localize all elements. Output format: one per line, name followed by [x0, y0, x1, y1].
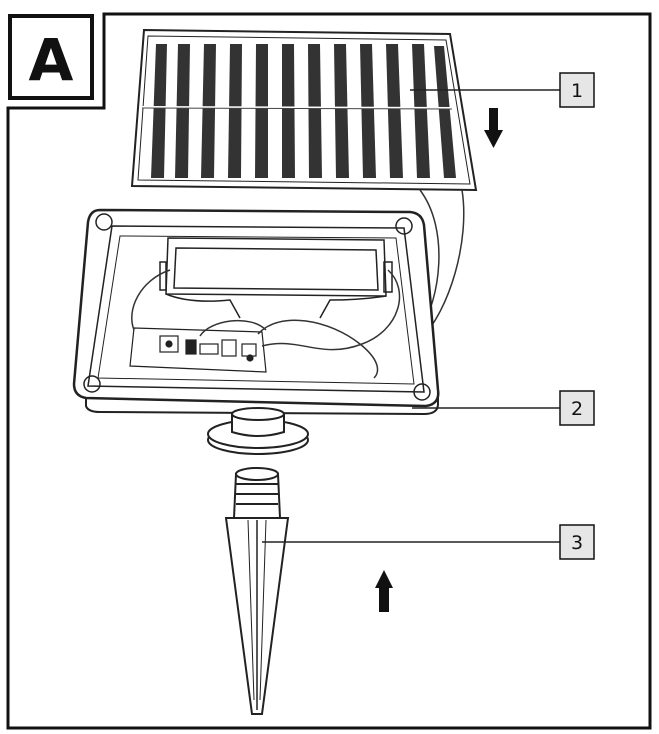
outer-frame	[6, 12, 652, 730]
panel-letter: A	[29, 26, 74, 94]
solar-panel	[130, 28, 478, 192]
callout-1: 1	[559, 72, 595, 108]
down-arrow-icon	[484, 108, 503, 148]
circuit-board	[129, 327, 267, 373]
up-arrow-icon	[375, 570, 393, 612]
corner-screws	[83, 213, 431, 401]
callout-3: 3	[559, 524, 595, 560]
mount-connector	[207, 407, 309, 455]
solar-cells	[151, 44, 456, 178]
internal-wires	[131, 269, 401, 379]
callout-2-number: 2	[571, 398, 583, 420]
leader-lines	[262, 89, 560, 543]
callout-1-number: 1	[571, 80, 583, 102]
callout-3-number: 3	[571, 532, 583, 554]
panel-letter-box: A	[8, 14, 94, 100]
base-housing	[72, 208, 440, 416]
ground-stake	[224, 467, 290, 715]
callout-2: 2	[559, 390, 595, 426]
battery-holder	[159, 237, 393, 319]
